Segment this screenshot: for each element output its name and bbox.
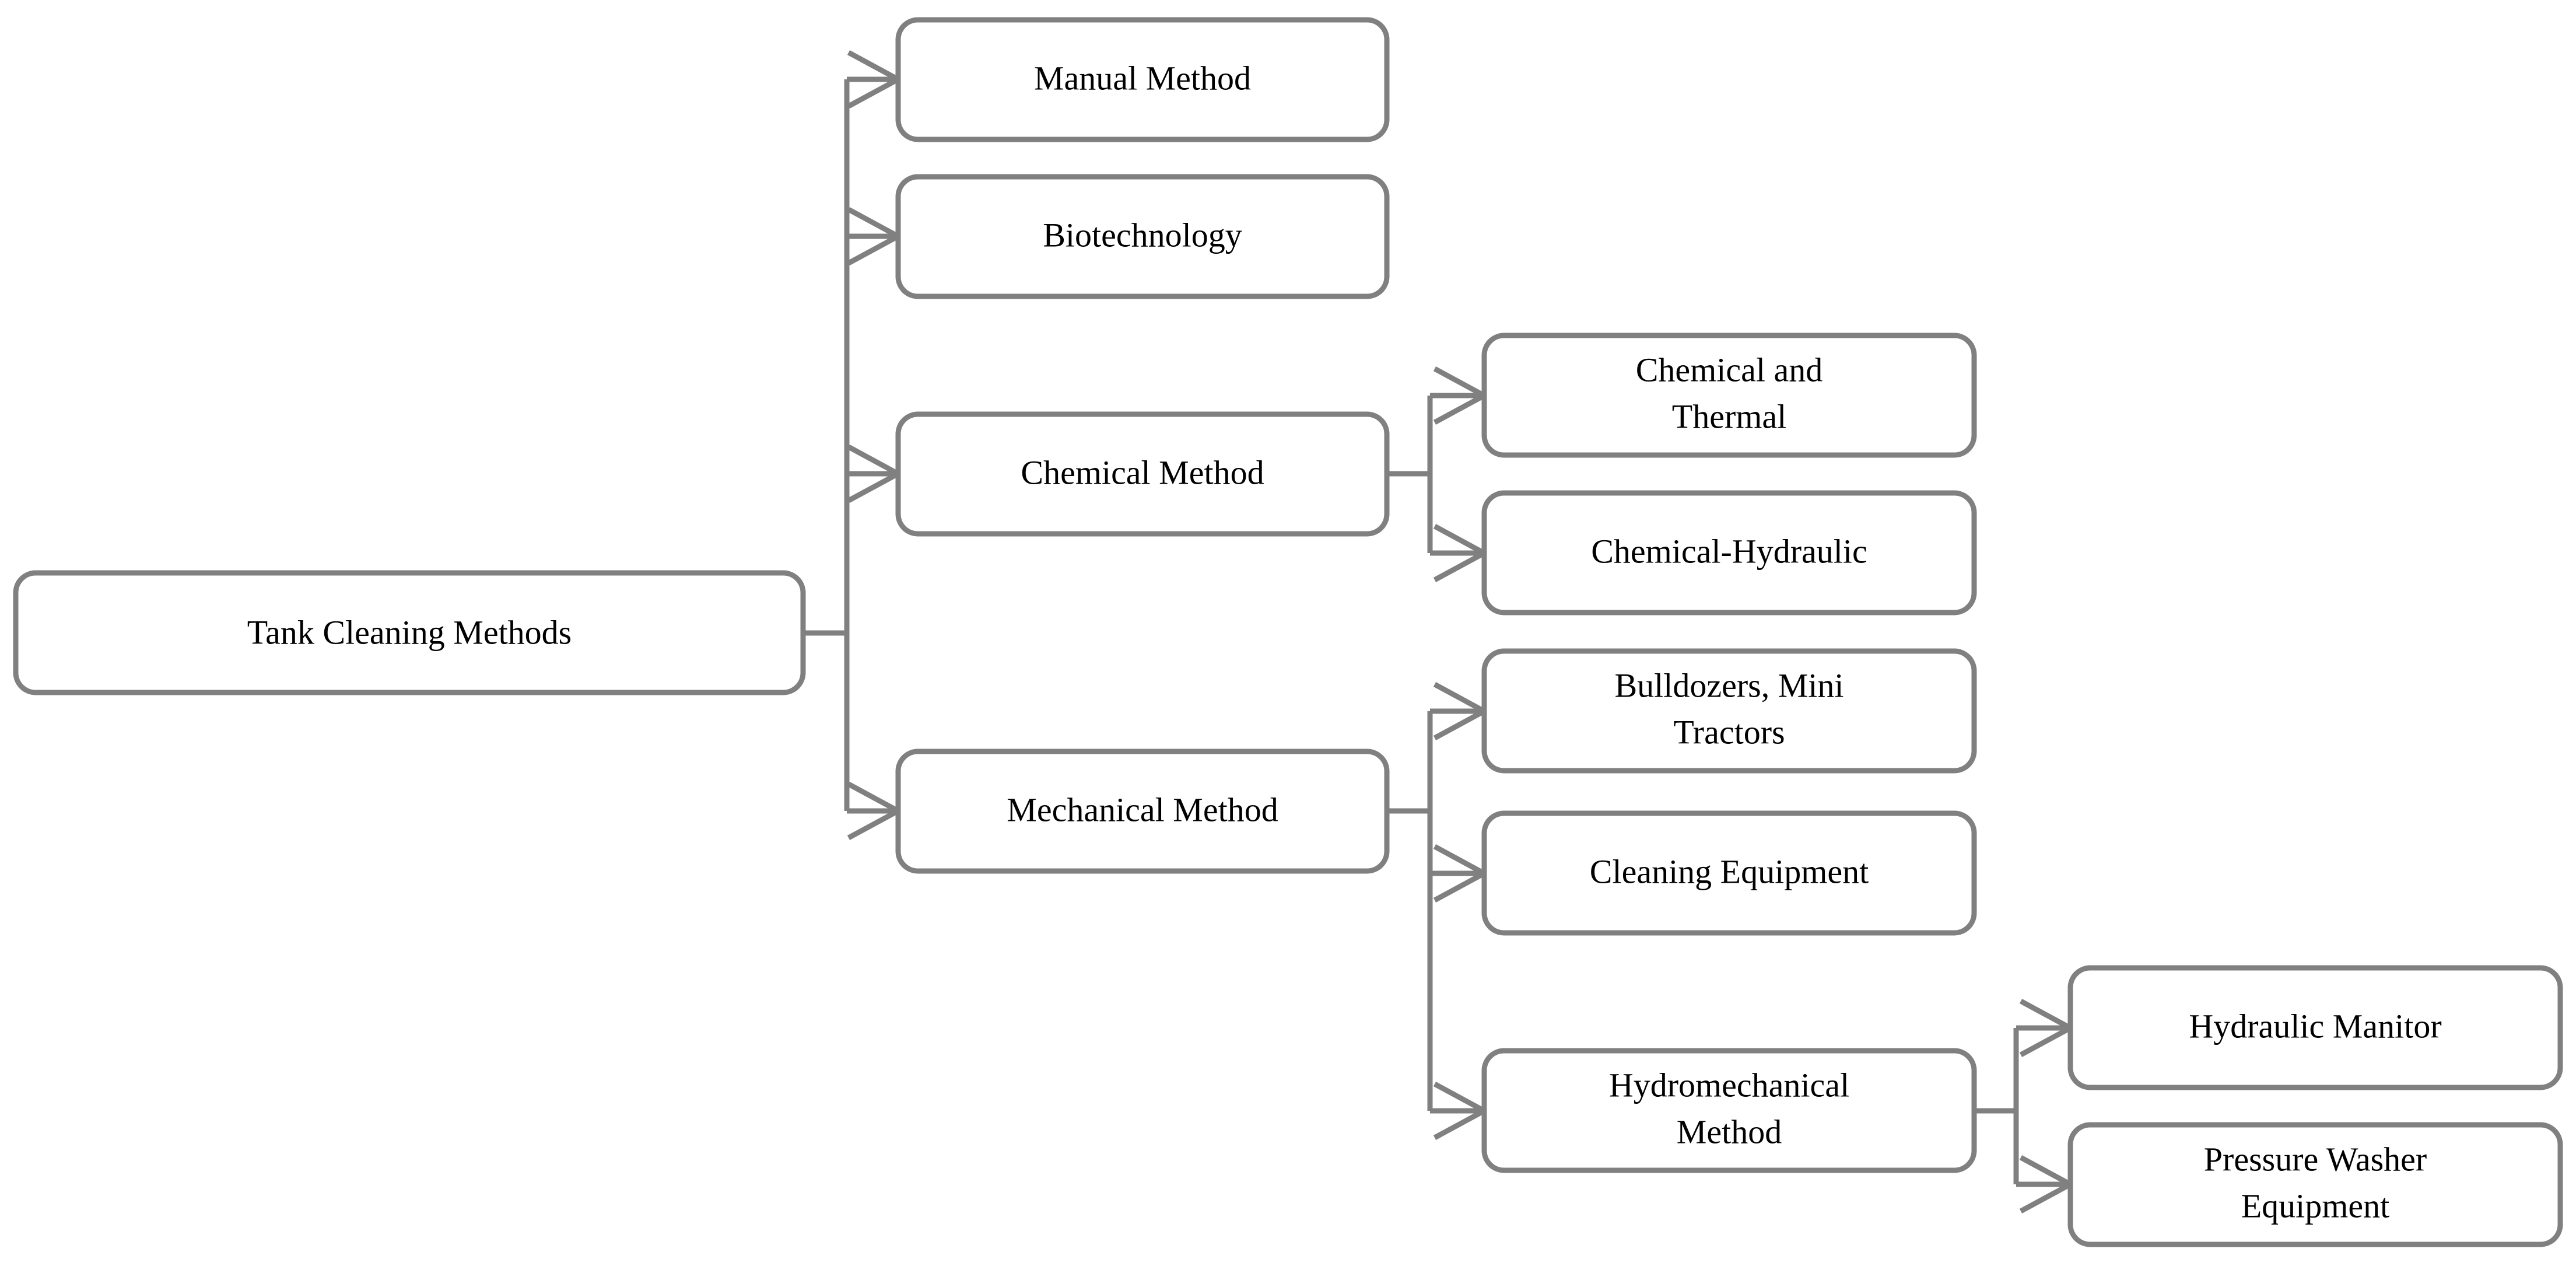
node-biotechnology[interactable]: Biotechnology (895, 174, 1390, 299)
node-manual-method[interactable]: Manual Method (895, 17, 1390, 142)
node-box-bulldozers[interactable] (1481, 648, 1977, 774)
node-label-bulldozers-line2: Tractors (1673, 713, 1785, 751)
node-label-bulldozers-line1: Bulldozers, Mini (1614, 666, 1843, 704)
node-box-mechanical[interactable] (895, 749, 1390, 874)
edge-root-to-biotechnology (847, 207, 904, 265)
node-label-chemical-thermal-line1: Chemical and (1636, 351, 1823, 389)
node-hydromechanical-method[interactable]: Hydromechanical Method (1481, 1048, 1977, 1173)
node-label-hydromechanical-line2: Method (1677, 1113, 1782, 1150)
node-box-cleaning-equipment[interactable] (1481, 810, 1977, 936)
node-label-chemical-thermal-line2: Thermal (1672, 397, 1786, 435)
node-box-pressure-washer[interactable] (2067, 1122, 2563, 1247)
edge-mechanical-to-cleaning (1430, 844, 1490, 903)
node-chemical-hydraulic[interactable]: Chemical-Hydraulic (1481, 490, 1977, 615)
node-bulldozers-mini-tractors[interactable]: Bulldozers, Mini Tractors (1481, 648, 1977, 774)
node-label-pressure-washer-line1: Pressure Washer (2204, 1140, 2427, 1178)
node-label-cleaning-equipment: Cleaning Equipment (1590, 852, 1869, 890)
edge-root-to-mechanical (847, 782, 904, 840)
edge-hydro-to-manitor (2016, 999, 2076, 1057)
edge-mechanical-to-hydromechanical (1430, 1082, 1490, 1140)
node-label-root: Tank Cleaning Methods (247, 613, 572, 651)
node-box-hydraulic-manitor[interactable] (2067, 965, 2563, 1090)
edge-mechanical-subtrunk (1385, 711, 1433, 1111)
node-chemical-method[interactable]: Chemical Method (895, 411, 1390, 537)
node-chemical-and-thermal[interactable]: Chemical and Thermal (1481, 333, 1977, 458)
edge-chemical-to-hydraulic (1430, 524, 1490, 582)
edge-root-trunk (803, 79, 850, 811)
node-label-biotechnology: Biotechnology (1043, 216, 1242, 254)
node-label-manual: Manual Method (1034, 59, 1251, 97)
node-pressure-washer-equipment[interactable]: Pressure Washer Equipment (2067, 1122, 2563, 1247)
edge-hydro-to-washer (2016, 1155, 2076, 1213)
edge-hydromechanical-subtrunk (1974, 1028, 2019, 1184)
node-box-chemical-thermal[interactable] (1481, 333, 1977, 458)
node-mechanical-method[interactable]: Mechanical Method (895, 749, 1390, 874)
edge-mechanical-to-bulldozers (1430, 682, 1490, 740)
node-label-mechanical: Mechanical Method (1007, 791, 1278, 828)
node-label-chemical: Chemical Method (1021, 453, 1264, 491)
node-hydraulic-manitor[interactable]: Hydraulic Manitor (2067, 965, 2563, 1090)
edge-root-to-chemical (847, 445, 904, 503)
node-label-pressure-washer-line2: Equipment (2241, 1187, 2390, 1225)
node-box-chemical-hydraulic[interactable] (1481, 490, 1977, 615)
node-box-manual[interactable] (895, 17, 1390, 142)
node-box-root[interactable] (13, 570, 806, 695)
node-label-hydraulic-manitor: Hydraulic Manitor (2189, 1007, 2441, 1045)
node-label-chemical-hydraulic: Chemical-Hydraulic (1591, 532, 1867, 570)
node-box-biotechnology[interactable] (895, 174, 1390, 299)
edge-root-to-manual (847, 50, 904, 109)
node-cleaning-equipment[interactable]: Cleaning Equipment (1481, 810, 1977, 936)
node-label-hydromechanical-line1: Hydromechanical (1609, 1066, 1849, 1104)
node-tank-cleaning-methods[interactable]: Tank Cleaning Methods (13, 570, 806, 695)
node-box-chemical[interactable] (895, 411, 1390, 537)
edge-chemical-subtrunk (1385, 396, 1433, 553)
node-box-hydromechanical[interactable] (1481, 1048, 1977, 1173)
edge-chemical-to-thermal (1430, 366, 1490, 425)
